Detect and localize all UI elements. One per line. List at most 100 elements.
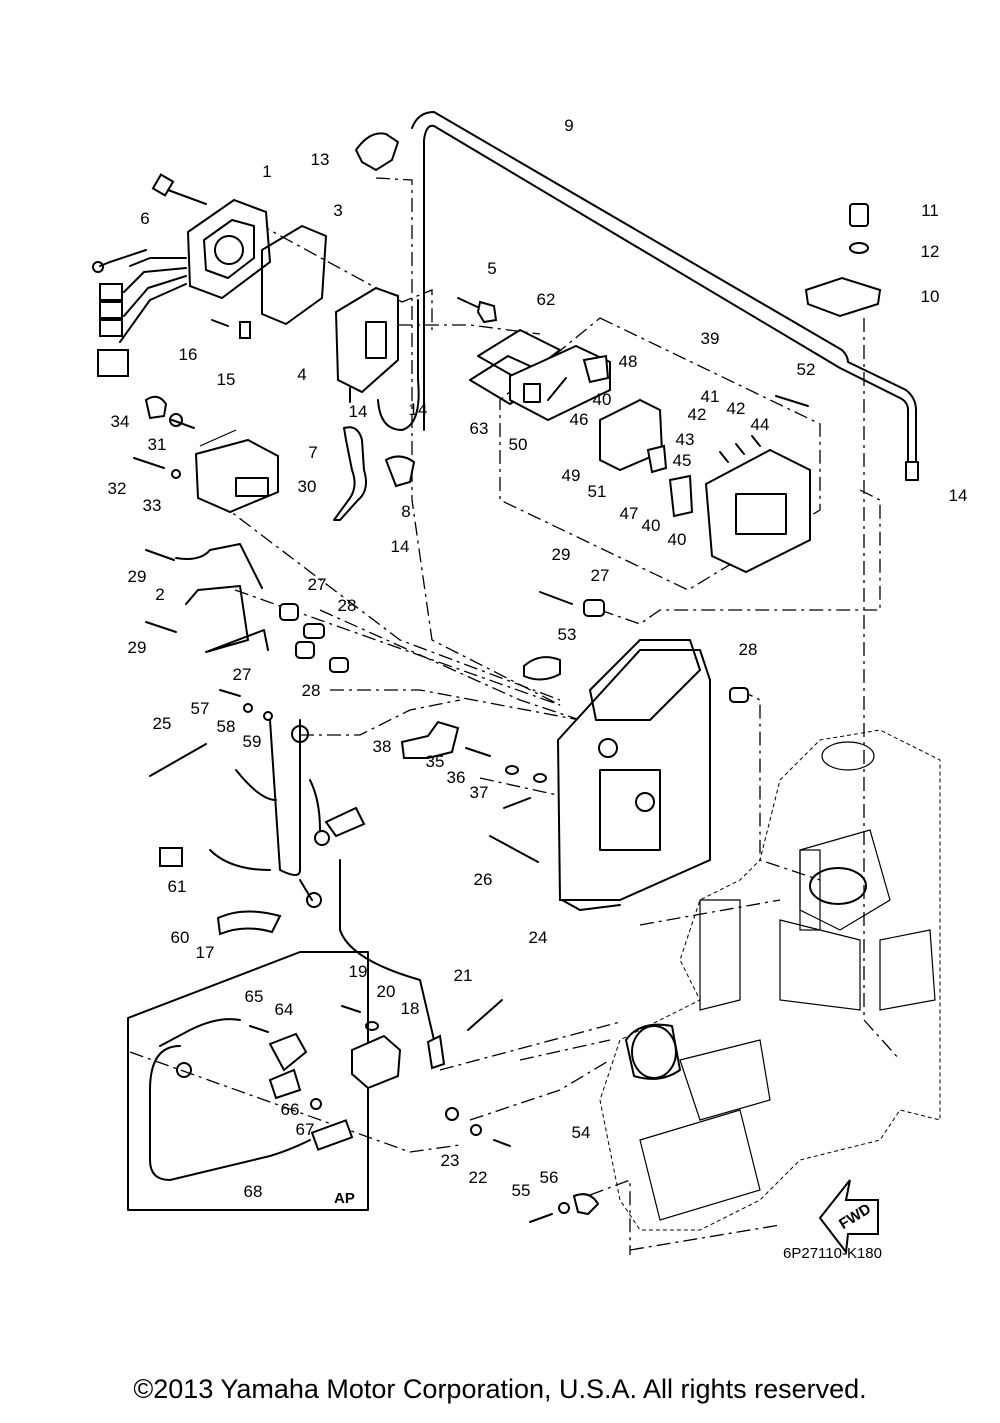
- callout-22: 22: [469, 1168, 488, 1187]
- callout-67: 67: [296, 1120, 315, 1139]
- callout-26: 26: [474, 870, 493, 889]
- callout-24: 24: [529, 928, 548, 947]
- fasteners-35-36-37: [465, 747, 547, 809]
- callout-15: 15: [217, 370, 236, 389]
- callout-11: 11: [921, 201, 939, 220]
- callout-29: 29: [128, 638, 147, 657]
- tie-26: [489, 835, 539, 863]
- callout-14: 14: [349, 402, 368, 421]
- screw-52: [775, 395, 809, 407]
- callout-49: 49: [562, 466, 581, 485]
- callout-45: 45: [673, 451, 692, 470]
- callout-40: 40: [593, 390, 612, 409]
- callout-25: 25: [153, 714, 172, 733]
- callout-28: 28: [338, 596, 357, 615]
- grommets-27-28: [279, 599, 749, 703]
- cdi-unit-39: [668, 435, 811, 574]
- callout-51: 51: [588, 482, 607, 501]
- harness-60: [209, 719, 435, 1041]
- callout-52: 52: [797, 360, 816, 379]
- callout-29: 29: [128, 567, 147, 586]
- callout-4: 4: [297, 365, 306, 384]
- callout-14: 14: [391, 537, 410, 556]
- callout-29: 29: [552, 545, 571, 564]
- rectifier-regulator: [92, 198, 272, 377]
- callout-9: 9: [564, 116, 573, 135]
- electrical-bracket-24: [556, 639, 711, 911]
- bracket-4: [334, 286, 399, 403]
- callout-63: 63: [470, 419, 489, 438]
- callout-65: 65: [245, 987, 264, 1006]
- callout-57: 57: [191, 699, 210, 718]
- copyright-footer: ©2013 Yamaha Motor Corporation, U.S.A. A…: [133, 1374, 867, 1404]
- callout-53: 53: [558, 625, 577, 644]
- callout-42: 42: [688, 405, 707, 424]
- ap-label: AP: [334, 1190, 355, 1207]
- callout-14: 14: [409, 400, 428, 419]
- cover-10-bolt-11-washer-12: [804, 203, 882, 318]
- callout-40: 40: [668, 530, 687, 549]
- callout-36: 36: [447, 768, 466, 787]
- callout-58: 58: [217, 717, 236, 736]
- bolt-5: [457, 297, 498, 324]
- callout-17: 17: [196, 943, 215, 962]
- assembly-box-39: [499, 317, 821, 591]
- callout-56: 56: [540, 1168, 559, 1187]
- callout-19: 19: [349, 962, 368, 981]
- callout-62: 62: [537, 290, 556, 309]
- diagram-part-code: 6P27110-K180: [783, 1245, 882, 1262]
- callout-35: 35: [426, 752, 445, 771]
- wire-spring-2: [175, 543, 269, 653]
- callout-27: 27: [591, 566, 610, 585]
- callout-47: 47: [620, 504, 639, 523]
- hose-loop: [377, 299, 420, 431]
- callout-34: 34: [111, 412, 130, 431]
- holder-8: [384, 455, 416, 488]
- clamp-13: [354, 132, 400, 172]
- callout-44: 44: [751, 415, 770, 434]
- callout-20: 20: [377, 982, 396, 1001]
- harness-pipe: [411, 111, 919, 481]
- callout-12: 12: [921, 242, 940, 261]
- bolts-29: [145, 549, 573, 633]
- fasteners-57-58-59: [219, 689, 273, 721]
- callout-38: 38: [373, 737, 392, 756]
- callout-1: 1: [262, 162, 271, 181]
- callout-13: 13: [311, 150, 330, 169]
- callout-64: 64: [275, 1000, 294, 1019]
- callout-43: 43: [676, 430, 695, 449]
- callout-61: 61: [168, 877, 187, 896]
- callout-60: 60: [171, 928, 190, 947]
- connector-61: [159, 847, 183, 867]
- callout-27: 27: [308, 575, 327, 594]
- engine-block: [599, 729, 941, 1231]
- module-group-62: [469, 329, 668, 474]
- callout-37: 37: [470, 783, 489, 802]
- callout-59: 59: [243, 732, 262, 751]
- callout-28: 28: [739, 640, 758, 659]
- clamp-54-bolt-55-washer-56: [529, 1193, 600, 1223]
- clamp-17: [216, 910, 282, 936]
- callout-6: 6: [140, 209, 149, 228]
- callout-5: 5: [487, 259, 496, 278]
- callout-28: 28: [302, 681, 321, 700]
- callout-55: 55: [512, 1181, 531, 1200]
- callout-2: 2: [155, 585, 164, 604]
- callout-21: 21: [454, 966, 473, 985]
- callout-40: 40: [642, 516, 661, 535]
- fwd-arrow-icon: FWD: [818, 1179, 879, 1255]
- callout-8: 8: [401, 502, 410, 521]
- ignition-coil-30: [194, 429, 279, 514]
- callout-50: 50: [509, 435, 528, 454]
- callout-16: 16: [179, 345, 198, 364]
- callout-7: 7: [308, 443, 317, 462]
- callout-31: 31: [148, 435, 167, 454]
- assembly-guide-lines: [129, 177, 901, 1255]
- callout-39: 39: [701, 329, 720, 348]
- callout-30: 30: [298, 477, 317, 496]
- callout-54: 54: [572, 1123, 591, 1142]
- callout-27: 27: [233, 665, 252, 684]
